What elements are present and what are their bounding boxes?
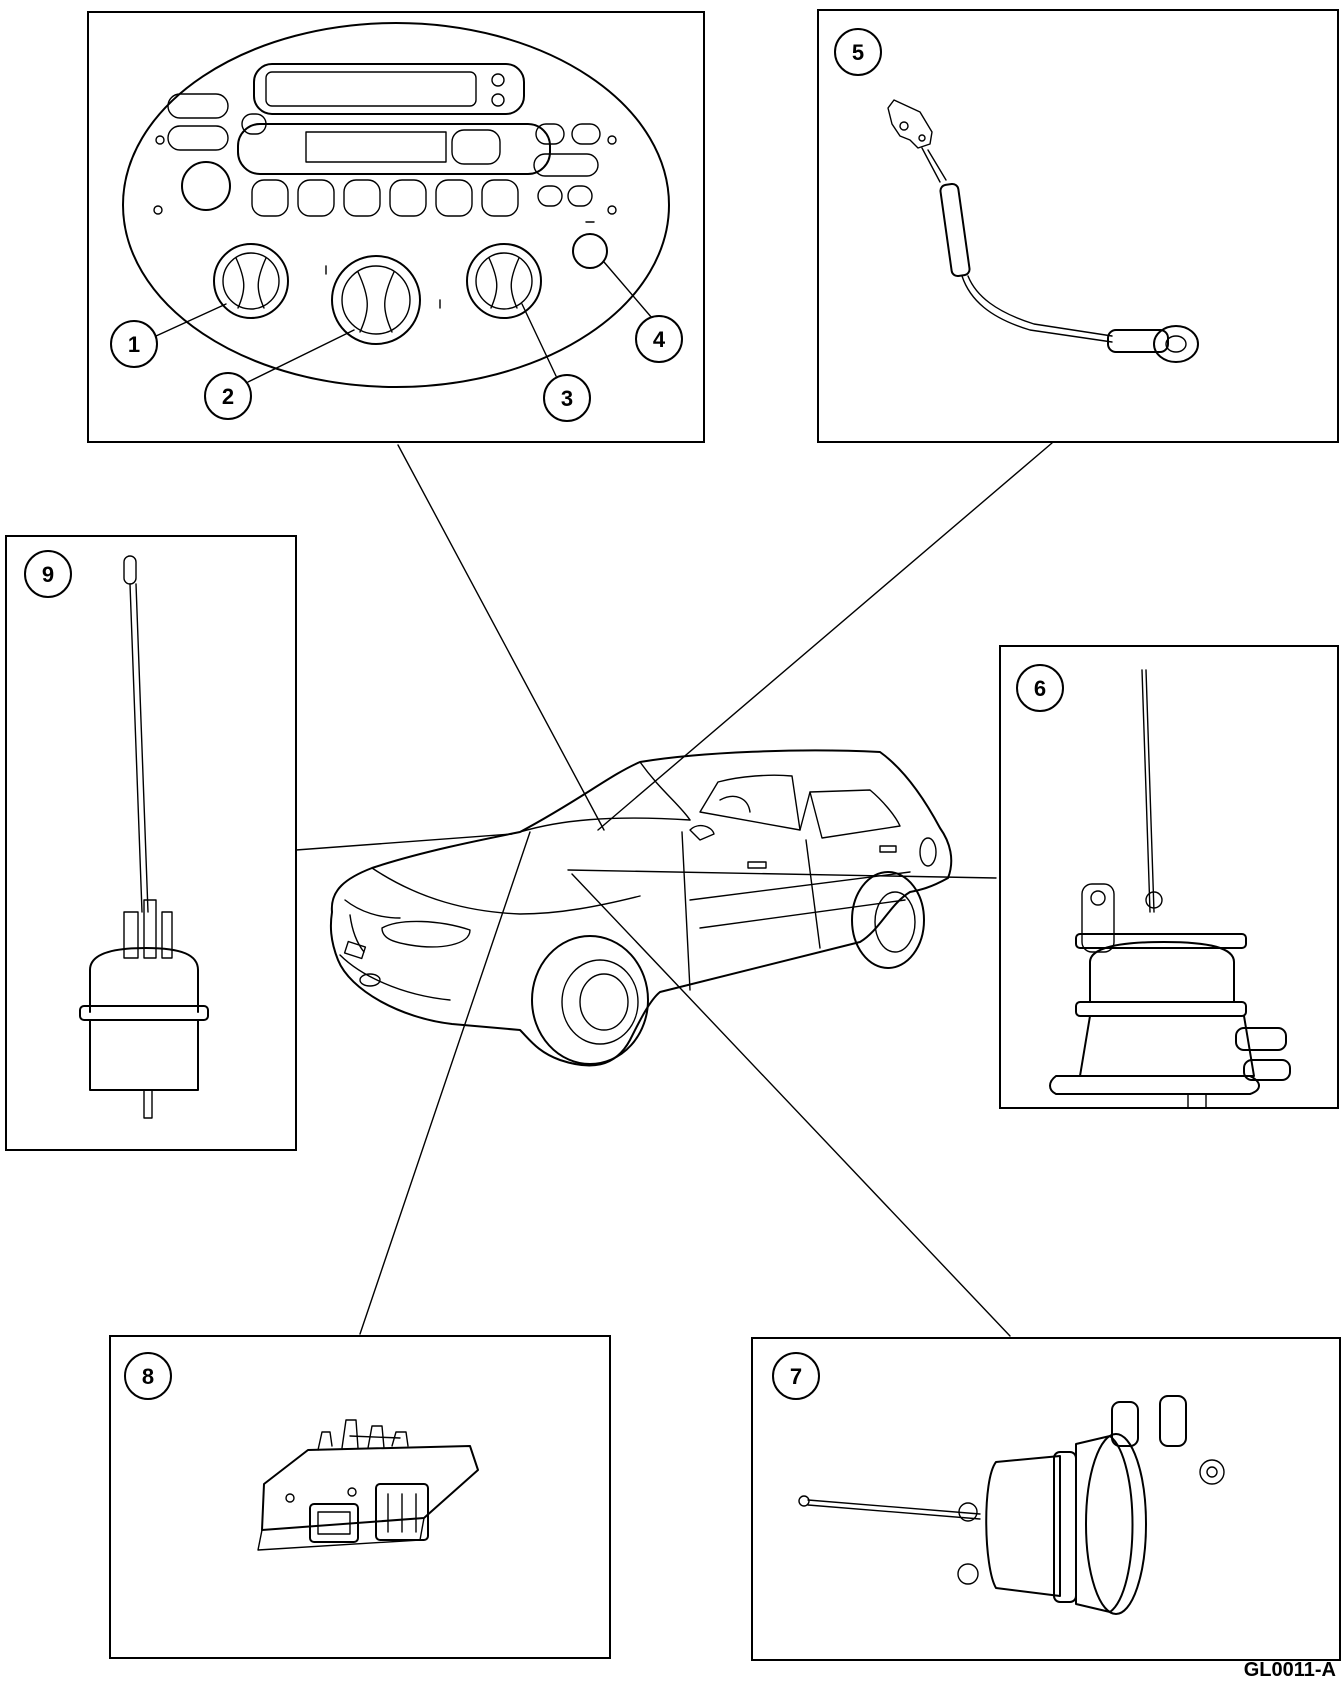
ac-button xyxy=(572,221,608,269)
svg-text:4: 4 xyxy=(653,327,666,352)
callout-9: 9 xyxy=(24,550,72,598)
svg-text:3: 3 xyxy=(561,386,573,411)
svg-text:5: 5 xyxy=(852,40,864,65)
callout-6: 6 xyxy=(1016,664,1064,712)
callout-5: 5 xyxy=(834,28,882,76)
svg-text:6: 6 xyxy=(1034,676,1046,701)
function-selector-knob xyxy=(213,243,289,319)
panel-9-vacuum-motor xyxy=(5,535,297,1151)
callout-1: 1 xyxy=(110,320,158,368)
svg-text:1: 1 xyxy=(128,332,140,357)
panel-8-blower-resistor xyxy=(109,1335,611,1659)
svg-text:8: 8 xyxy=(142,1364,154,1389)
control-head-panel xyxy=(87,11,705,443)
panel-7-vacuum-actuator xyxy=(751,1337,1341,1661)
panel-6-vacuum-actuator xyxy=(999,645,1339,1109)
panel-5-vacuum-harness xyxy=(817,9,1339,443)
blower-switch-knob xyxy=(325,255,441,345)
callout-2: 2 xyxy=(204,372,252,420)
callout-4: 4 xyxy=(635,315,683,363)
leader-lines xyxy=(295,442,1053,1337)
callout-7: 7 xyxy=(772,1352,820,1400)
svg-text:2: 2 xyxy=(222,384,234,409)
svg-text:9: 9 xyxy=(42,562,54,587)
temperature-knob xyxy=(466,243,542,319)
figure-code: GL0011-A xyxy=(1244,1659,1336,1681)
svg-text:7: 7 xyxy=(790,1364,802,1389)
callout-3: 3 xyxy=(543,374,591,422)
callout-8: 8 xyxy=(124,1352,172,1400)
car-illustration xyxy=(329,749,953,1067)
